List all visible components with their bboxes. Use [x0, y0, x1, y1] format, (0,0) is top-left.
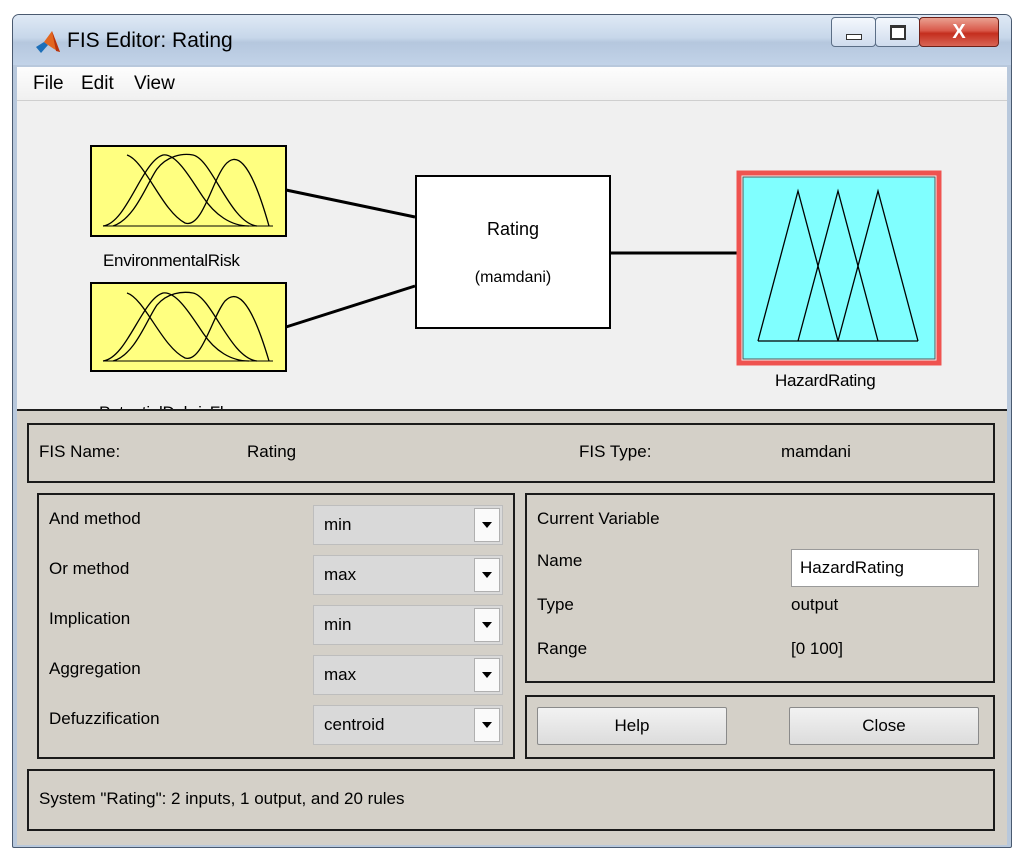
- properties-panel: FIS Name: Rating FIS Type: mamdani And m…: [17, 409, 1007, 845]
- output-mf-block-hazardrating[interactable]: [736, 170, 942, 366]
- fis-editor-window: FIS Editor: Rating X File Edit View: [12, 14, 1012, 848]
- maximize-button[interactable]: [875, 17, 920, 47]
- window-title: FIS Editor: Rating: [67, 29, 233, 52]
- menu-file[interactable]: File: [33, 73, 64, 94]
- variable-type-label: Type: [537, 595, 574, 614]
- input-mf-block-environmentalrisk[interactable]: [90, 145, 287, 237]
- buttons-frame: Help Close: [525, 695, 995, 759]
- variable-name-value: HazardRating: [800, 558, 904, 577]
- variable-name-label: Name: [537, 551, 583, 570]
- connector-line: [285, 284, 416, 329]
- variable-range-label: Range: [537, 639, 588, 658]
- implication-label: Implication: [49, 609, 131, 628]
- dropdown-arrow-icon[interactable]: [474, 608, 500, 642]
- or-method-value: max: [324, 565, 357, 584]
- close-button[interactable]: Close: [789, 707, 979, 745]
- fis-name-label: FIS Name:: [39, 442, 121, 461]
- and-method-select[interactable]: min: [313, 505, 503, 545]
- or-method-label: Or method: [49, 559, 130, 578]
- and-method-value: min: [324, 515, 352, 534]
- methods-frame: And method min Or method max Implication…: [37, 493, 515, 759]
- close-window-button[interactable]: X: [919, 17, 999, 47]
- fis-info-frame: FIS Name: Rating FIS Type: mamdani: [27, 423, 995, 483]
- maximize-icon: [889, 24, 906, 40]
- variable-type-value: output: [791, 595, 839, 614]
- dropdown-arrow-icon[interactable]: [474, 658, 500, 692]
- menu-view[interactable]: View: [134, 73, 175, 94]
- variable-name-input[interactable]: HazardRating: [791, 549, 979, 587]
- current-variable-frame: Current Variable Name HazardRating Type …: [525, 493, 995, 683]
- minimize-icon: [845, 34, 862, 40]
- close-icon: X: [952, 20, 966, 43]
- dropdown-arrow-icon[interactable]: [474, 508, 500, 542]
- output-label-hazardrating: HazardRating: [775, 371, 876, 390]
- status-frame: System "Rating": 2 inputs, 1 output, and…: [27, 769, 995, 831]
- fis-system-block[interactable]: Rating (mamdani): [415, 175, 611, 329]
- implication-select[interactable]: min: [313, 605, 503, 645]
- aggregation-value: max: [324, 665, 357, 684]
- current-variable-heading: Current Variable: [537, 509, 660, 528]
- dropdown-arrow-icon[interactable]: [474, 558, 500, 592]
- menu-edit[interactable]: Edit: [81, 73, 114, 94]
- status-text: System "Rating": 2 inputs, 1 output, and…: [39, 789, 405, 808]
- fis-name-value: Rating: [247, 442, 297, 461]
- input-mf-block-potentialdebrisflow[interactable]: [90, 282, 287, 372]
- menu-bar: File Edit View: [17, 67, 1007, 101]
- fis-diagram: EnvironmentalRisk PotentialDebrisFlow Ha…: [17, 101, 1007, 422]
- minimize-button[interactable]: [831, 17, 876, 47]
- defuzzification-value: centroid: [324, 715, 385, 734]
- implication-value: min: [324, 615, 352, 634]
- system-name: Rating: [486, 219, 540, 239]
- help-button[interactable]: Help: [537, 707, 727, 745]
- title-bar[interactable]: FIS Editor: Rating X: [13, 15, 1011, 65]
- fis-type-value: mamdani: [781, 442, 851, 461]
- input-label-environmentalrisk: EnvironmentalRisk: [103, 251, 240, 270]
- aggregation-label: Aggregation: [49, 659, 141, 678]
- system-type: (mamdani): [474, 269, 552, 286]
- connector-line: [285, 188, 416, 219]
- aggregation-select[interactable]: max: [313, 655, 503, 695]
- variable-range-value: [0 100]: [791, 639, 843, 658]
- fis-type-label: FIS Type:: [579, 442, 652, 461]
- and-method-label: And method: [49, 509, 141, 528]
- defuzzification-label: Defuzzification: [49, 709, 160, 728]
- defuzzification-select[interactable]: centroid: [313, 705, 503, 745]
- diagram-canvas: [90, 145, 942, 372]
- or-method-select[interactable]: max: [313, 555, 503, 595]
- matlab-logo-icon: [36, 31, 60, 53]
- dropdown-arrow-icon[interactable]: [474, 708, 500, 742]
